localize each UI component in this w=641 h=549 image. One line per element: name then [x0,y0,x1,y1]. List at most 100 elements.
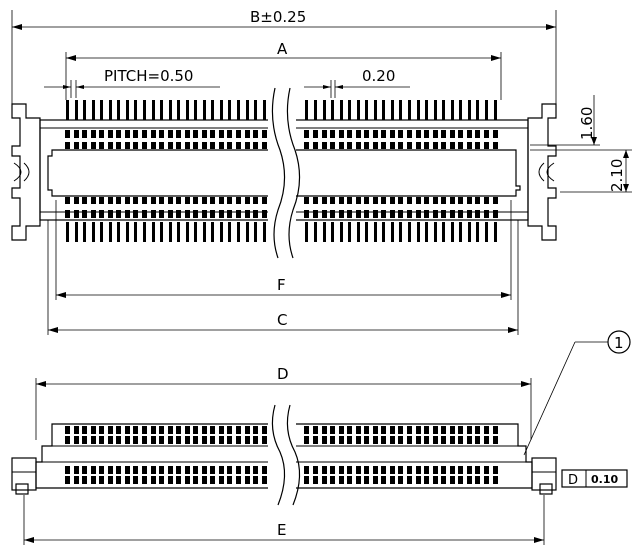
dim-a-label: A [277,40,288,58]
dim-e: E [23,495,545,545]
bottom-pin-contact [450,210,455,218]
side-pin-upper [458,426,463,434]
side-pin-upper [433,436,438,444]
bottom-pin-contact [339,210,344,218]
side-pin-lower [433,476,438,484]
side-pin-upper [398,436,403,444]
top-pin-terminal [459,100,462,120]
bottom-pin-contact [441,210,446,218]
side-pin-upper [441,426,446,434]
side-pin-upper [493,436,498,444]
bottom-pin-contact [236,210,241,218]
dim-h1-label: 1.60 [578,107,596,140]
bottom-pin-contact [227,210,232,218]
top-pin-contact [364,142,369,149]
side-pin-lower [458,466,463,474]
bottom-pin-contact [168,210,173,218]
bottom-pin-contact [99,197,104,204]
bottom-pin-contact [484,210,489,218]
side-pin-upper [185,426,190,434]
bottom-pin-contact [151,210,156,218]
dim-gap-label: 0.20 [362,67,395,85]
side-pin-upper [339,436,344,444]
bottom-pin-contact [99,210,104,218]
top-pin-contact [441,130,446,138]
bottom-pin-terminal [126,222,129,242]
side-pin-lower [82,476,87,484]
side-pin-lower [151,466,156,474]
side-pin-upper [458,436,463,444]
bottom-pin-terminal [408,222,411,242]
bottom-pin-contact [356,197,361,204]
bottom-pin-contact [262,210,267,218]
top-pin-contact [433,142,438,149]
side-pin-upper [347,426,352,434]
side-pin-upper [151,436,156,444]
bottom-pin-terminal [160,222,163,242]
top-pin-contact [381,142,386,149]
top-pin-contact [458,130,463,138]
bottom-pin-contact [125,210,130,218]
top-pin-contact [416,130,421,138]
top-pin-terminal [314,100,317,120]
bottom-pin-contact [458,210,463,218]
top-pin-contact [441,142,446,149]
bottom-pin-contact [262,197,267,204]
side-pin-upper [475,426,480,434]
side-pin-upper [330,426,335,434]
top-pin-terminal [374,100,377,120]
dim-h2-label: 2.10 [608,159,626,192]
top-pin-contact [219,142,224,149]
top-pin-terminal [143,100,146,120]
side-pin-upper [313,436,318,444]
top-pin-terminal [194,100,197,120]
side-pin-lower [467,476,472,484]
bottom-pin-terminal [365,222,368,242]
dim-heights: 1.60 2.10 [530,95,632,193]
bottom-pin-terminal [254,222,257,242]
side-pin-lower [373,466,378,474]
top-pin-contact [304,142,309,149]
bottom-pin-terminal [494,222,497,242]
side-pin-lower [433,466,438,474]
bottom-pin-contact [253,210,258,218]
side-pin-upper [227,426,232,434]
side-pin-upper [364,426,369,434]
side-pin-upper [373,426,378,434]
side-pin-upper [236,426,241,434]
side-pin-upper [253,426,258,434]
top-pin-contact [484,142,489,149]
side-pin-upper [159,426,164,434]
top-pin-contact [313,130,318,138]
bottom-pin-contact [390,210,395,218]
top-pin-contact [407,142,412,149]
bottom-pin-terminal [117,222,120,242]
top-pin-contact [168,130,173,138]
bottom-pin-terminal [220,222,223,242]
bottom-pin-contact [82,197,87,204]
side-pin-upper [347,436,352,444]
side-pin-upper [467,426,472,434]
side-pin-upper [493,426,498,434]
side-pin-upper [108,426,113,434]
bottom-pin-contact [330,197,335,204]
bottom-pin-terminal [425,222,428,242]
bottom-pin-contact [364,197,369,204]
top-pin-contact [356,142,361,149]
side-pin-upper [210,426,215,434]
side-pin-upper [330,436,335,444]
bottom-pin-contact [407,210,412,218]
top-pin-contact [330,130,335,138]
bottom-pin-contact [202,197,207,204]
top-pin-terminal [177,100,180,120]
bottom-pin-contact [433,197,438,204]
top-pin-terminal [434,100,437,120]
top-pin-contact [236,130,241,138]
top-pin-terminal [357,100,360,120]
dim-c-label: C [277,311,287,329]
side-pin-lower [441,476,446,484]
side-pin-lower [339,476,344,484]
side-pin-upper [168,426,173,434]
side-pin-upper [304,426,309,434]
